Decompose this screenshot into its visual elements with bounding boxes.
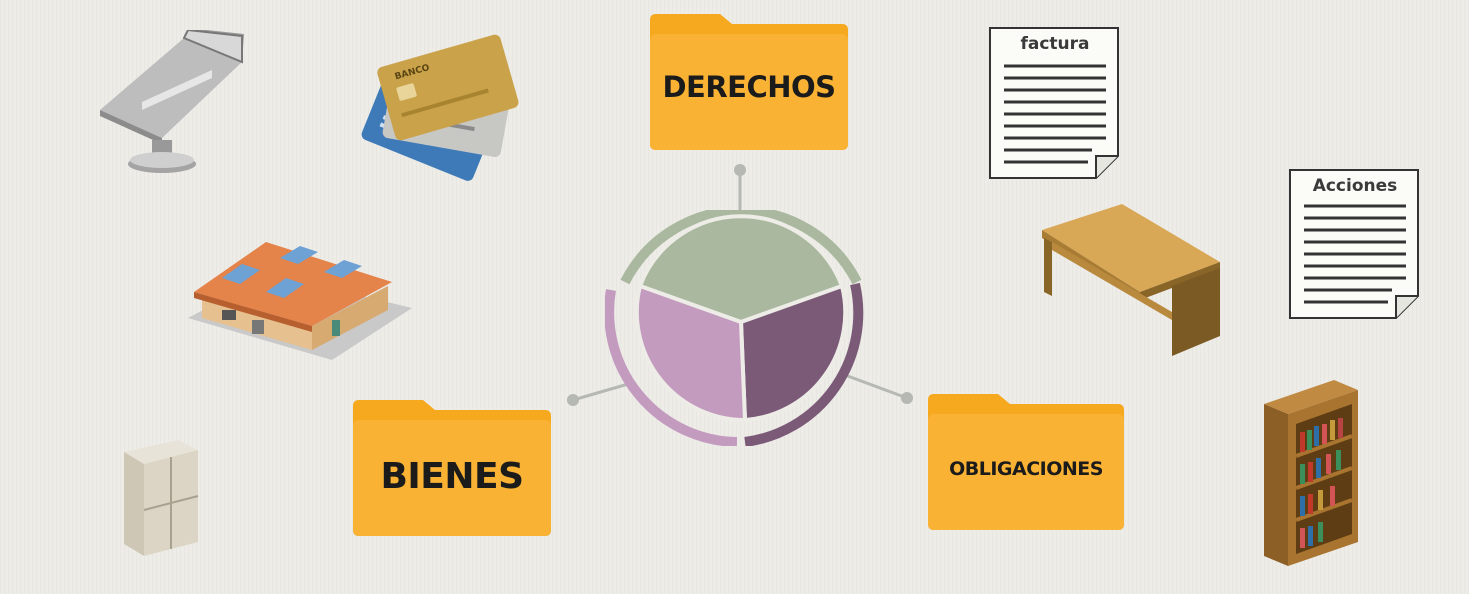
document-title-acciones: Acciones	[1312, 176, 1398, 196]
pie-segment-derechos	[637, 214, 845, 325]
folder-obligaciones[interactable]: OBLIGACIONES	[928, 394, 1124, 532]
pie-segment-bienes	[634, 283, 748, 423]
credit-cards-icon: BANCO	[361, 34, 519, 181]
document-title-factura: factura	[1020, 34, 1090, 54]
house-icon	[188, 242, 412, 360]
folder-label-derechos: DERECHOS	[662, 70, 836, 104]
folder-icon	[928, 394, 1124, 530]
folder-bienes[interactable]: BIENES	[353, 400, 551, 538]
desk-icon	[1042, 204, 1220, 356]
cabinet-icon	[124, 440, 199, 556]
laptop-icon	[100, 30, 244, 173]
folder-icon	[650, 14, 848, 150]
folder-derechos[interactable]: DERECHOS	[650, 14, 848, 152]
invoice-document-icon: factura	[988, 26, 1122, 182]
folder-label-obligaciones: OBLIGACIONES	[949, 458, 1103, 480]
central-pie-diagram	[605, 210, 864, 446]
folder-label-bienes: BIENES	[380, 456, 524, 497]
pie-segment-obligaciones	[738, 283, 848, 423]
bookshelf-icon	[1264, 380, 1358, 566]
folder-icon	[353, 400, 551, 536]
shares-document-icon: Acciones	[1288, 168, 1422, 322]
